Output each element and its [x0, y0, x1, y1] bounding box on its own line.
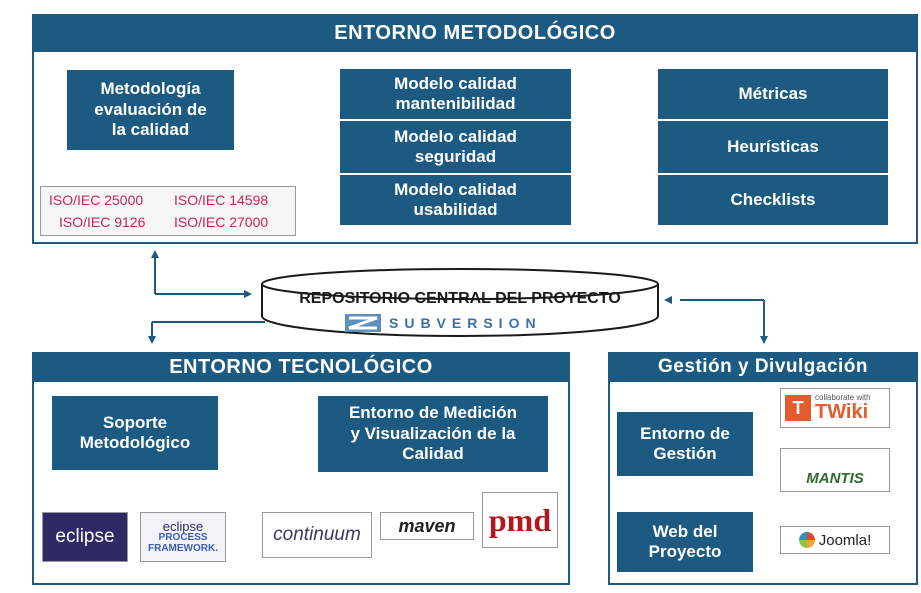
epf-logo-text-1: eclipse — [162, 518, 204, 534]
eclipse-logo-text: eclipse — [55, 526, 115, 547]
iso-9126: ISO/IEC 9126 — [59, 214, 146, 230]
soporte-box: Soporte Metodológico — [52, 396, 218, 470]
modelo-usabilidad: Modelo calidad usabilidad — [340, 175, 571, 225]
maven-logo: maven — [380, 512, 474, 540]
modelo-seguridad-line-1: Modelo calidad — [394, 126, 517, 146]
medicion-line-1: Entorno de Medición — [348, 403, 518, 423]
entorno-gestion-box: Entorno de Gestión — [617, 412, 753, 476]
subversion-icon — [345, 314, 381, 332]
pmd-logo-text: pmd — [488, 501, 552, 538]
web-proyecto-box: Web del Proyecto — [617, 512, 753, 572]
joomla-icon — [798, 532, 815, 548]
joomla-logo: Joomla! — [780, 526, 890, 554]
modelo-seguridad-line-2: seguridad — [414, 147, 497, 166]
soporte-line-2: Metodológico — [79, 433, 191, 452]
modelo-mantenibilidad: Modelo calidad mantenibilidad — [340, 69, 571, 119]
entorno-gestion-line-2: Gestión — [653, 444, 717, 463]
modelo-usabilidad-line-1: Modelo calidad — [394, 179, 517, 199]
repositorio-label: REPOSITORIO CENTRAL DEL PROYECTO — [299, 290, 621, 307]
metodologia-box: Metodología evaluación de la calidad — [67, 70, 234, 150]
tecnologico-title: ENTORNO TECNOLÓGICO — [32, 352, 570, 382]
heuristicas-box: Heurísticas — [658, 121, 888, 173]
soporte-line-1: Soporte — [102, 412, 168, 432]
iso-14598: ISO/IEC 14598 — [174, 192, 269, 208]
metodologia-line-3: la calidad — [111, 120, 190, 140]
iso-27000: ISO/IEC 27000 — [174, 214, 269, 230]
joomla-logo-text: Joomla! — [818, 531, 872, 549]
maven-logo-text: maven — [398, 515, 456, 536]
iso-standards-box: ISO/IEC 25000 ISO/IEC 14598 ISO/IEC 9126… — [40, 186, 296, 236]
twiki-tagline: collaborate with — [815, 393, 871, 402]
metodologia-line-1: Metodología — [100, 79, 201, 99]
modelo-mantenibilidad-line-1: Modelo calidad — [394, 73, 517, 93]
entorno-gestion-line-1: Entorno de — [640, 423, 730, 443]
modelo-usabilidad-line-2: usabilidad — [413, 200, 498, 219]
continuum-logo-text: continuum — [273, 524, 361, 545]
epf-logo-text-3: FRAMEWORK. — [148, 542, 218, 554]
subversion-logo: SUBVERSION — [345, 312, 555, 334]
web-proyecto-line-1: Web del — [652, 521, 718, 541]
metodologia-line-2: evaluación de — [94, 99, 207, 119]
modelo-seguridad: Modelo calidad seguridad — [340, 121, 571, 173]
twiki-icon: T — [785, 395, 811, 421]
twiki-logo-text: TWiki — [815, 401, 869, 423]
mantis-logo: MANTIS — [780, 448, 890, 492]
metodologico-title: ENTORNO METODOLÓGICO — [32, 14, 918, 52]
modelo-mantenibilidad-line-2: mantenibilidad — [395, 94, 516, 113]
epf-logo-text-2: PROCESS — [158, 532, 208, 544]
continuum-logo: continuum — [262, 512, 372, 558]
pmd-logo: pmd — [482, 492, 558, 548]
eclipse-logo: eclipse — [42, 512, 128, 562]
subversion-text: SUBVERSION — [389, 315, 542, 331]
epf-logo: eclipse PROCESS FRAMEWORK. — [140, 512, 226, 562]
iso-25000: ISO/IEC 25000 — [49, 192, 144, 208]
twiki-logo: T collaborate with TWiki — [780, 388, 890, 428]
metricas-box: Métricas — [658, 69, 888, 119]
medicion-line-3: Calidad — [402, 444, 464, 464]
medicion-line-2: y Visualización de la — [350, 423, 516, 443]
medicion-box: Entorno de Medición y Visualización de l… — [318, 396, 548, 472]
mantis-logo-text: MANTIS — [806, 470, 864, 487]
checklists-box: Checklists — [658, 175, 888, 225]
gestion-title: Gestión y Divulgación — [608, 352, 918, 382]
web-proyecto-line-2: Proyecto — [648, 542, 722, 561]
